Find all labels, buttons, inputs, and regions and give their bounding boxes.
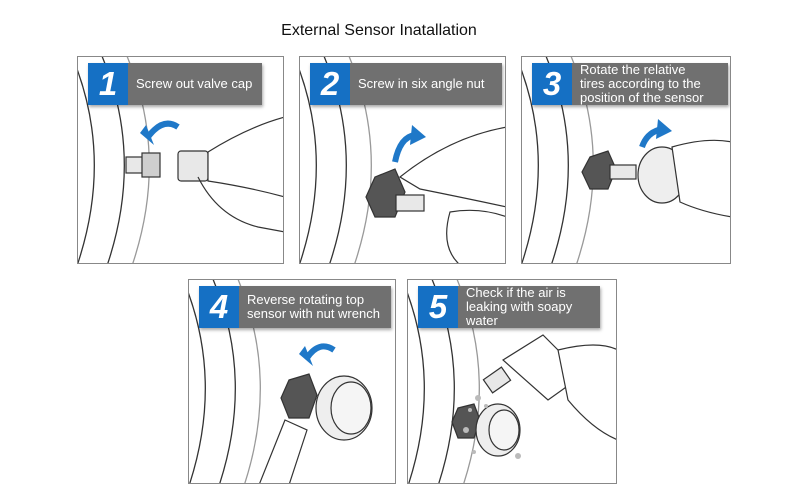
- step-badge-5: 5 Check if the air is leaking with soapy…: [418, 286, 600, 328]
- step-panel-3: 3 Rotate the relative tires according to…: [521, 56, 731, 264]
- step-badge-4: 4 Reverse rotating top sensor with nut w…: [199, 286, 391, 328]
- step-badge-2: 2 Screw in six angle nut: [310, 63, 502, 105]
- step-text-3: Rotate the relative tires according to t…: [572, 63, 728, 105]
- step-panel-5: 5 Check if the air is leaking with soapy…: [407, 279, 617, 484]
- step-number-3: 3: [532, 63, 572, 105]
- step-text-1: Screw out valve cap: [128, 63, 262, 105]
- step-panel-1: 1 Screw out valve cap: [77, 56, 284, 264]
- step-text-5: Check if the air is leaking with soapy w…: [458, 286, 600, 328]
- step-text-2: Screw in six angle nut: [350, 63, 502, 105]
- step-text-4: Reverse rotating top sensor with nut wre…: [239, 286, 391, 328]
- step-number-4: 4: [199, 286, 239, 328]
- step-number-1: 1: [88, 63, 128, 105]
- step-panel-2: 2 Screw in six angle nut: [299, 56, 506, 264]
- step-number-2: 2: [310, 63, 350, 105]
- step-badge-3: 3 Rotate the relative tires according to…: [532, 63, 728, 105]
- step-panel-4: 4 Reverse rotating top sensor with nut w…: [188, 279, 396, 484]
- page-title: External Sensor Inatallation: [0, 22, 758, 40]
- step-badge-1: 1 Screw out valve cap: [88, 63, 262, 105]
- step-number-5: 5: [418, 286, 458, 328]
